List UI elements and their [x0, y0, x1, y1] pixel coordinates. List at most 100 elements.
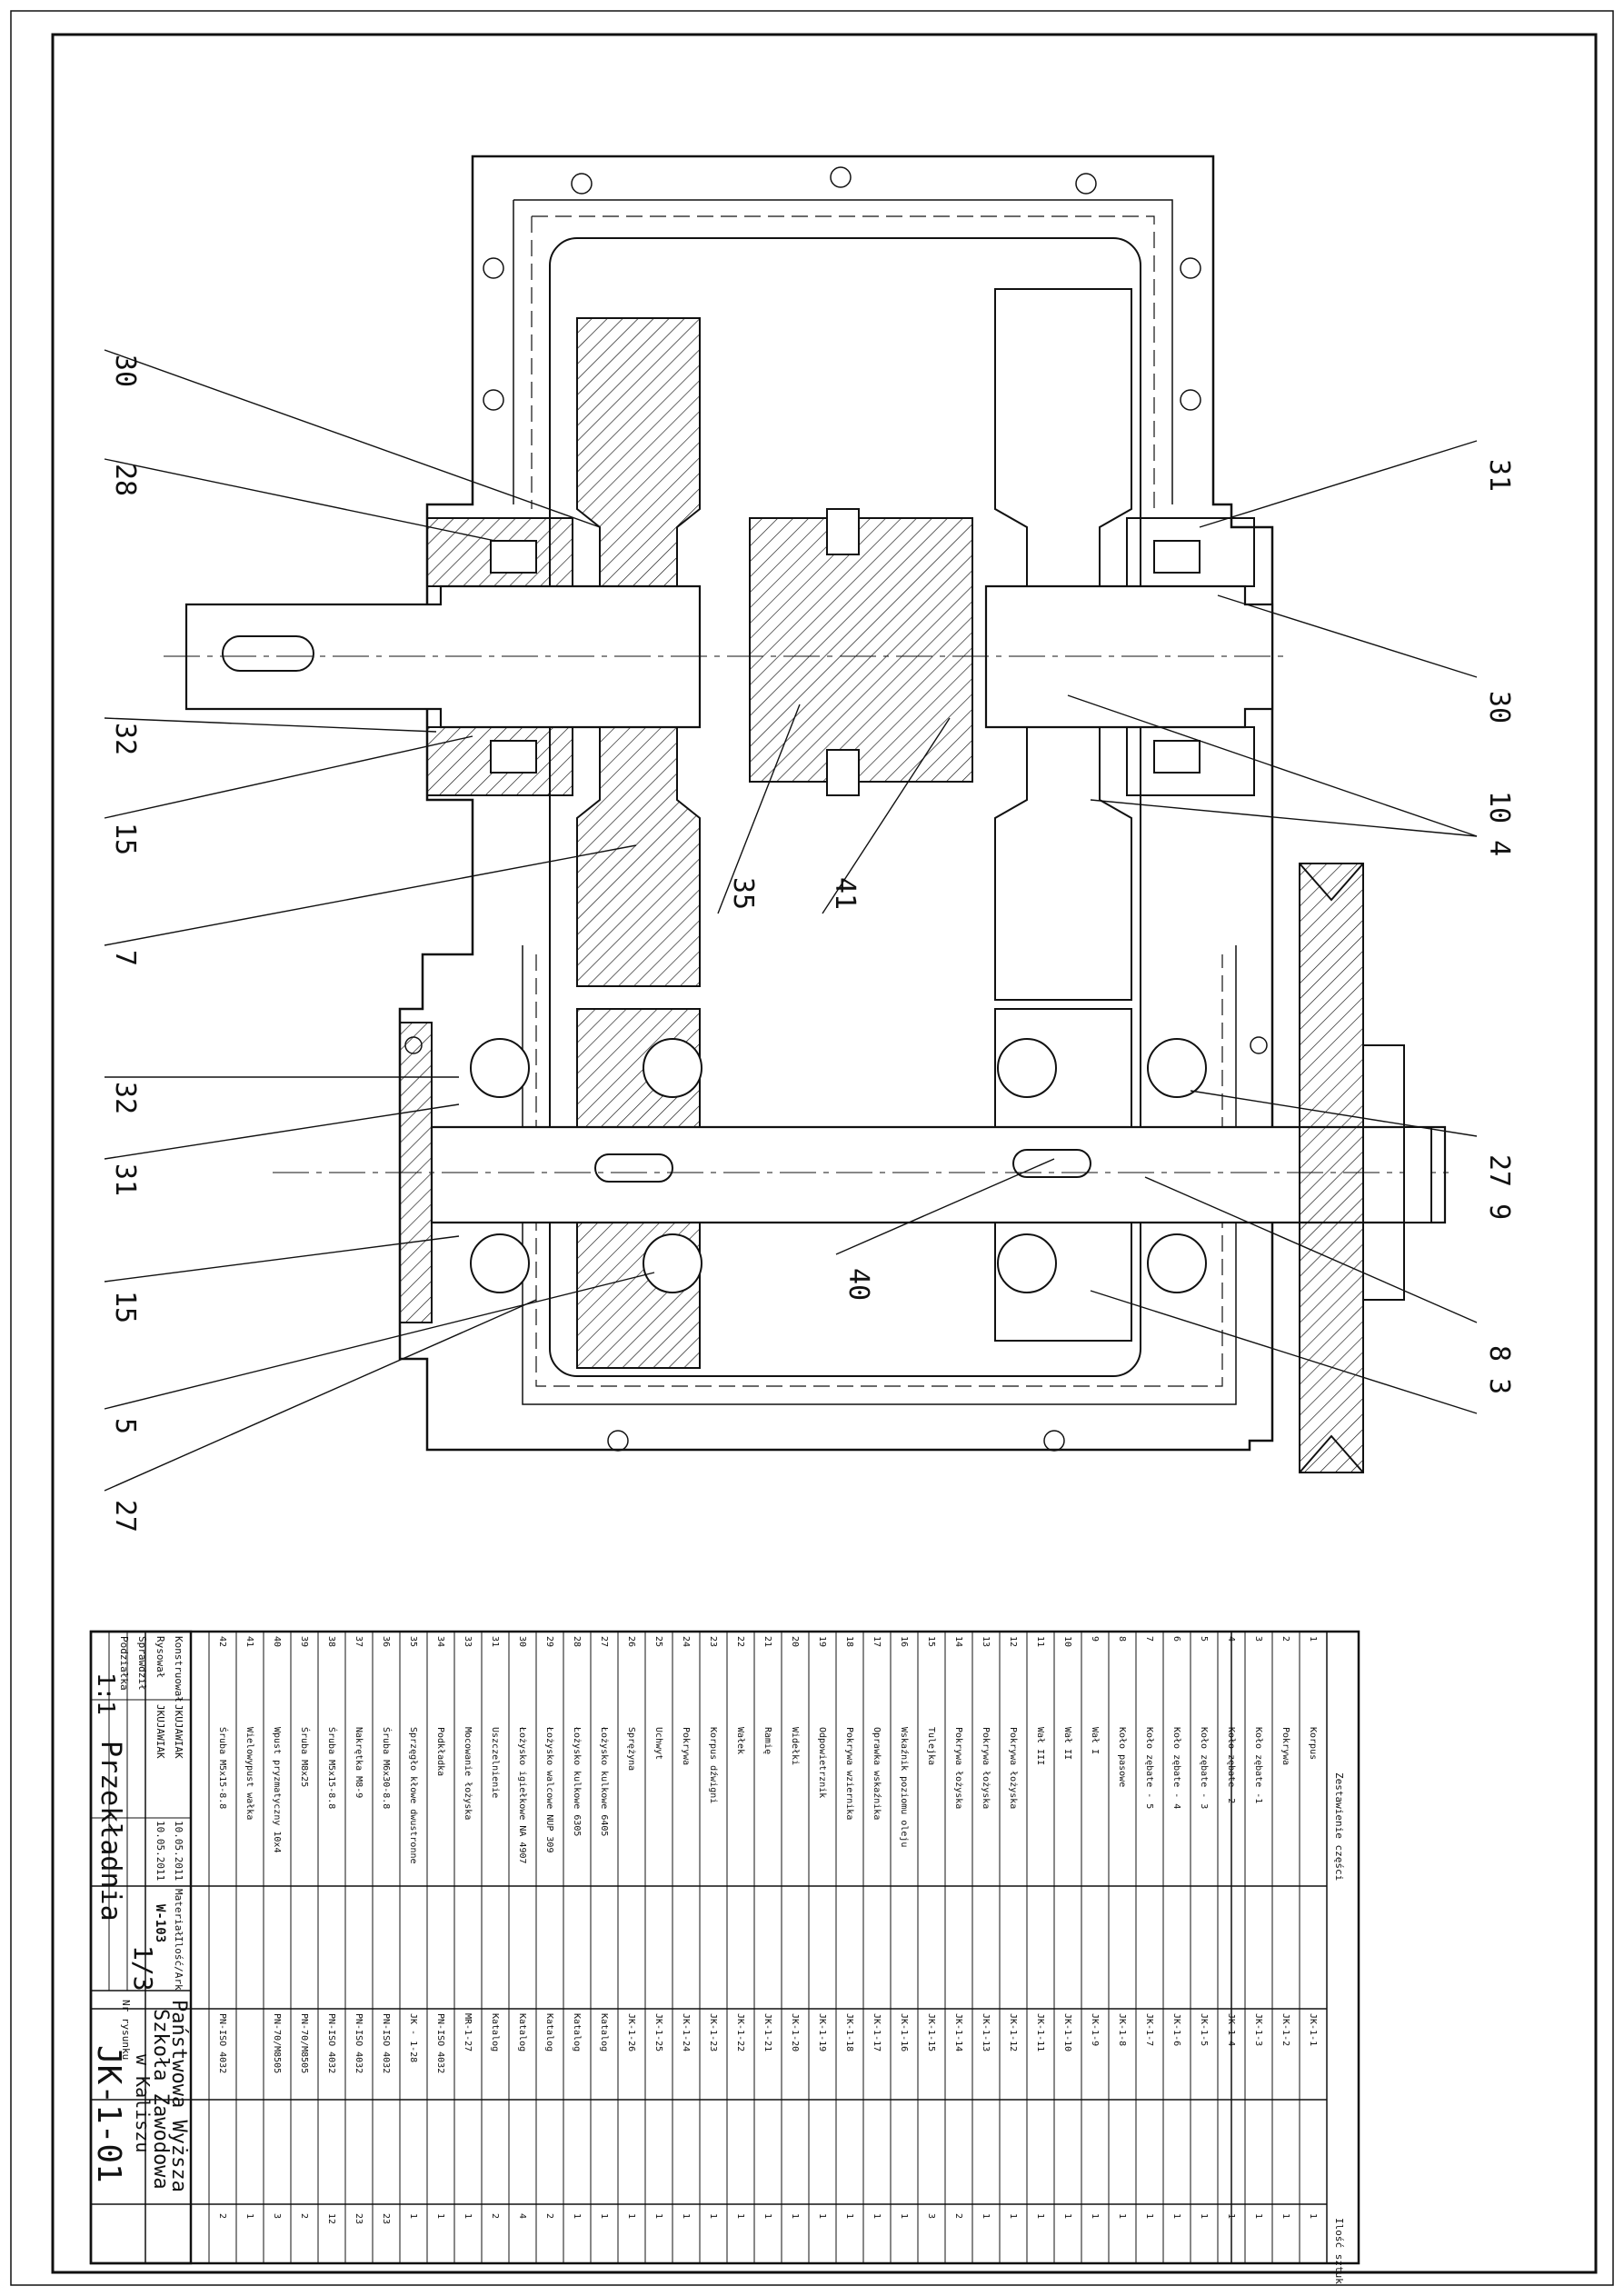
row-qty: 2 — [299, 2213, 309, 2219]
callout-28: 28 — [109, 464, 141, 496]
konstruowal-date: 10.05.2011 — [173, 1821, 184, 1881]
bolt-holes — [404, 166, 1268, 1452]
callout-15-lower: 15 — [109, 1291, 141, 1323]
sheet-number: 1/3 — [128, 1945, 158, 1992]
row-code: JK-1-12 — [1008, 2013, 1018, 2051]
row-code: JK-1-1 — [1308, 2013, 1318, 2046]
shaft-keyway-lower-right — [1012, 1149, 1091, 1178]
row-number: 34 — [435, 1636, 445, 1647]
row-number: 36 — [381, 1636, 391, 1647]
row-qty: 1 — [244, 2213, 254, 2219]
callout-41: 41 — [829, 877, 861, 910]
row-qty: 3 — [926, 2213, 936, 2219]
row-qty: 1 — [1253, 2213, 1263, 2219]
row-name: Wałek — [735, 1727, 745, 1754]
row-number: 38 — [326, 1636, 336, 1647]
row-name: Sprzęgło kłowe dwustronne — [408, 1727, 418, 1864]
row-qty: 1 — [1226, 2213, 1236, 2219]
callout-5: 5 — [109, 1418, 141, 1434]
row-qty: 3 — [272, 2213, 282, 2219]
row-code: PN-ISO 4032 — [354, 2013, 364, 2073]
row-name: Śruba M5x15-8.8 — [217, 1727, 229, 1809]
row-code: JK-1-7 — [1144, 2013, 1154, 2046]
row-qty: 4 — [517, 2213, 527, 2219]
row-number: 41 — [244, 1636, 254, 1647]
row-name: Pokrywa — [1280, 1727, 1290, 1765]
row-name: Sprężyna — [626, 1727, 636, 1771]
row-number: 14 — [953, 1636, 963, 1647]
row-code: JK-1-5 — [1199, 2013, 1209, 2046]
row-name: Pokrywa łożyska — [981, 1727, 991, 1809]
housing-outline — [398, 155, 1274, 1452]
callout-7: 7 — [109, 950, 141, 966]
row-qty: 23 — [354, 2213, 364, 2224]
label-material: Materiał — [173, 1889, 184, 1937]
row-code: JK-1-2 — [1280, 2013, 1290, 2046]
row-code: JK-1-24 — [681, 2013, 691, 2051]
callout-30-left: 30 — [109, 354, 141, 387]
row-name: Łożysko kulkowe 6305 — [572, 1726, 582, 1836]
row-qty: 1 — [1117, 2213, 1127, 2219]
row-qty: 1 — [762, 2213, 772, 2219]
row-code: JK-1-21 — [762, 2013, 772, 2051]
row-name: Wał II — [1062, 1727, 1072, 1760]
row-number: 29 — [544, 1636, 554, 1647]
row-name: Pokrywa łożyska — [953, 1727, 963, 1809]
row-code: JK-1-14 — [953, 2013, 963, 2051]
row-name: Śruba M6x30-8.8 — [381, 1727, 393, 1809]
clutch-key-bottom — [826, 749, 860, 796]
row-code: JK-1-3 — [1253, 2013, 1263, 2046]
row-number: 6 — [1171, 1636, 1181, 1642]
row-name: Śruba M8x25 — [299, 1727, 311, 1787]
row-name: Łożysko walcowe NUP 309 — [544, 1726, 554, 1852]
row-number: 5 — [1199, 1636, 1209, 1642]
row-number: 31 — [490, 1636, 500, 1647]
callout-8-3: 8 3 — [1483, 1345, 1515, 1394]
row-code: JK-1-20 — [790, 2013, 800, 2051]
pulley — [1299, 863, 1364, 1473]
row-name: Koło zębate - 5 — [1144, 1727, 1154, 1809]
row-name: Łożysko kulkowe 6405 — [599, 1726, 609, 1836]
row-number: 26 — [626, 1636, 636, 1647]
gear-upper-right — [994, 288, 1132, 1001]
row-number: 25 — [653, 1636, 663, 1647]
rysowal-date: 10.05.2011 — [154, 1821, 166, 1881]
callout-labels: 30 28 32 15 7 35 41 31 30 10 4 32 31 15 … — [109, 354, 1515, 1532]
row-qty: 1 — [1199, 2213, 1209, 2219]
row-number: 15 — [926, 1636, 936, 1647]
parts-header-qty: Ilość sztuk — [1333, 2218, 1345, 2284]
row-qty: 1 — [408, 2213, 418, 2219]
row-name: Pokrywa wziernika — [844, 1727, 854, 1820]
clutch-key-top — [826, 508, 860, 555]
row-code: JK-1-19 — [817, 2013, 827, 2051]
konstruowal-name: JKUJAWIAK — [173, 1704, 184, 1759]
row-qty: 1 — [1144, 2213, 1154, 2219]
row-name: Koło zębate - 4 — [1171, 1727, 1181, 1809]
row-name: Uchwyt — [653, 1727, 663, 1760]
row-code: PN-70/M8505 — [272, 2013, 282, 2073]
row-name: Wielowypust wałka — [244, 1727, 254, 1820]
rysowal-name: JKUJAWIAK — [154, 1704, 166, 1759]
label-sprawdzil: Sprawdził — [136, 1636, 148, 1691]
row-qty: 2 — [544, 2213, 554, 2219]
parts-header-name: Zestawienie części — [1333, 1772, 1345, 1881]
row-code: JK-1-10 — [1062, 2013, 1072, 2051]
school-line-1: Państwowa Wyższa — [167, 2000, 190, 2192]
pulley-groove — [1299, 863, 1364, 1473]
row-qty: 1 — [653, 2213, 663, 2219]
row-qty: 1 — [572, 2213, 582, 2219]
row-number: 19 — [817, 1636, 827, 1647]
shaft-upper — [184, 584, 702, 729]
row-name: Korpus — [1308, 1727, 1318, 1760]
row-code: JK-1-23 — [708, 2013, 718, 2051]
row-name: Uszczelnienie — [490, 1727, 500, 1798]
row-code: MR-1-27 — [463, 2013, 473, 2051]
row-number: 23 — [708, 1636, 718, 1647]
row-number: 20 — [790, 1636, 800, 1647]
row-number: 37 — [354, 1636, 364, 1647]
row-name: Wał I — [1090, 1727, 1100, 1754]
callout-31-lower: 31 — [109, 1163, 141, 1196]
label-ilosc-ark: Ilość/Ark — [173, 1936, 184, 1991]
row-number: 10 — [1062, 1636, 1072, 1647]
